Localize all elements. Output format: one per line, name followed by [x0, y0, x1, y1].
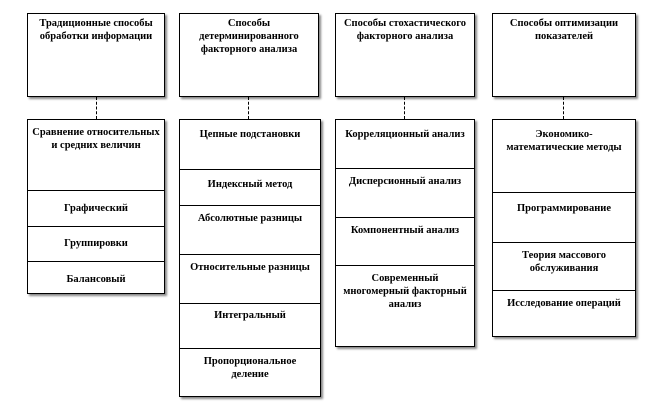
column-3-item-3: Компонентный анализ: [336, 224, 474, 264]
column-2-separator-5: [180, 348, 320, 349]
column-2-separator-3: [180, 254, 320, 255]
column-1-connector: [96, 97, 97, 119]
column-2-item-1: Цепные подстановки: [180, 128, 320, 168]
column-1-item-4: Балансовый: [28, 273, 164, 293]
column-2-item-3: Абсолютные разницы: [180, 212, 320, 252]
column-4-item-2: Программирование: [493, 202, 635, 232]
column-3-header-text: Способы стохастического факторного анали…: [343, 18, 467, 42]
column-2-item-2: Индексный метод: [180, 178, 320, 202]
column-4-header-text: Способы оптимизации показателей: [509, 18, 619, 42]
column-3-stack: Корреляционный анализ Дисперсионный анал…: [335, 119, 475, 347]
column-3-connector: [404, 97, 405, 119]
column-1-item-1-text: Сравнение относительных и средних величи…: [32, 127, 160, 151]
column-3-item-1: Корреляционный анализ: [336, 128, 474, 166]
column-1-header: Традиционные способы обработки информаци…: [27, 13, 165, 97]
column-1-item-2-text: Графический: [64, 203, 128, 214]
column-1-header-text: Традиционные способы обработки информаци…: [39, 18, 153, 42]
column-2-header-text: Способы детерминированного факторного ан…: [199, 18, 299, 55]
column-1-item-2: Графический: [28, 202, 164, 224]
column-2-item-5-text: Интегральный: [214, 310, 286, 321]
column-4-separator-2: [493, 242, 635, 243]
column-2-item-3-text: Абсолютные разницы: [197, 213, 303, 224]
column-1-separator-1: [28, 190, 164, 191]
column-4-header: Способы оптимизации показателей: [492, 13, 636, 97]
column-2-item-6: Пропорциональное деление: [180, 355, 320, 393]
column-2-separator-2: [180, 205, 320, 206]
column-4-item-4: Исследование операций: [493, 297, 635, 335]
column-3-header: Способы стохастического факторного анали…: [335, 13, 475, 97]
column-4-item-3: Теория массового обслуживания: [493, 249, 635, 285]
column-2-stack: Цепные подстановки Индексный метод Абсол…: [179, 119, 321, 397]
column-1-separator-2: [28, 226, 164, 227]
column-4-separator-3: [493, 290, 635, 291]
column-2-separator-4: [180, 303, 320, 304]
column-4-item-2-text: Программирование: [517, 203, 611, 214]
column-3-item-3-text: Компонентный анализ: [350, 225, 460, 236]
column-1-item-3: Группировки: [28, 237, 164, 259]
column-1-separator-3: [28, 261, 164, 262]
column-2-separator-1: [180, 169, 320, 170]
column-2-item-6-text: Пропорциональное деление: [203, 356, 297, 380]
column-3-item-2-text: Дисперсионный анализ: [348, 176, 462, 187]
column-4-separator-1: [493, 192, 635, 193]
column-4-item-3-text: Теория массового обслуживания: [522, 250, 606, 274]
column-2-item-4-text: Относительные разницы: [190, 262, 310, 273]
column-1-item-4-text: Балансовый: [66, 274, 126, 285]
column-3-separator-1: [336, 168, 474, 169]
column-2-item-2-text: Индексный метод: [207, 179, 293, 190]
column-4-item-4-text: Исследование операций: [507, 298, 621, 309]
column-2-item-4: Относительные разницы: [180, 261, 320, 301]
column-1-stack: Сравнение относительных и средних величи…: [27, 119, 165, 294]
column-1-item-1: Сравнение относительных и средних величи…: [28, 126, 164, 188]
column-1-item-3-text: Группировки: [64, 238, 128, 249]
column-3-item-4-text: Современный многомерный факторный анализ: [343, 273, 467, 310]
column-3-item-4: Современный многомерный факторный анализ: [336, 272, 474, 332]
column-3-item-1-text: Корреляционный анализ: [345, 129, 465, 140]
column-2-item-1-text: Цепные подстановки: [199, 129, 301, 140]
column-3-item-2: Дисперсионный анализ: [336, 175, 474, 215]
column-4-connector: [563, 97, 564, 119]
column-2-item-5: Интегральный: [180, 309, 320, 345]
column-2-header: Способы детерминированного факторного ан…: [179, 13, 319, 97]
column-3-separator-3: [336, 265, 474, 266]
column-3-separator-2: [336, 217, 474, 218]
column-2-connector: [248, 97, 249, 119]
column-4-item-1-text: Экономико-математические методы: [506, 129, 622, 153]
column-4-stack: Экономико-математические методы Программ…: [492, 119, 636, 337]
column-4-item-1: Экономико-математические методы: [493, 128, 635, 190]
